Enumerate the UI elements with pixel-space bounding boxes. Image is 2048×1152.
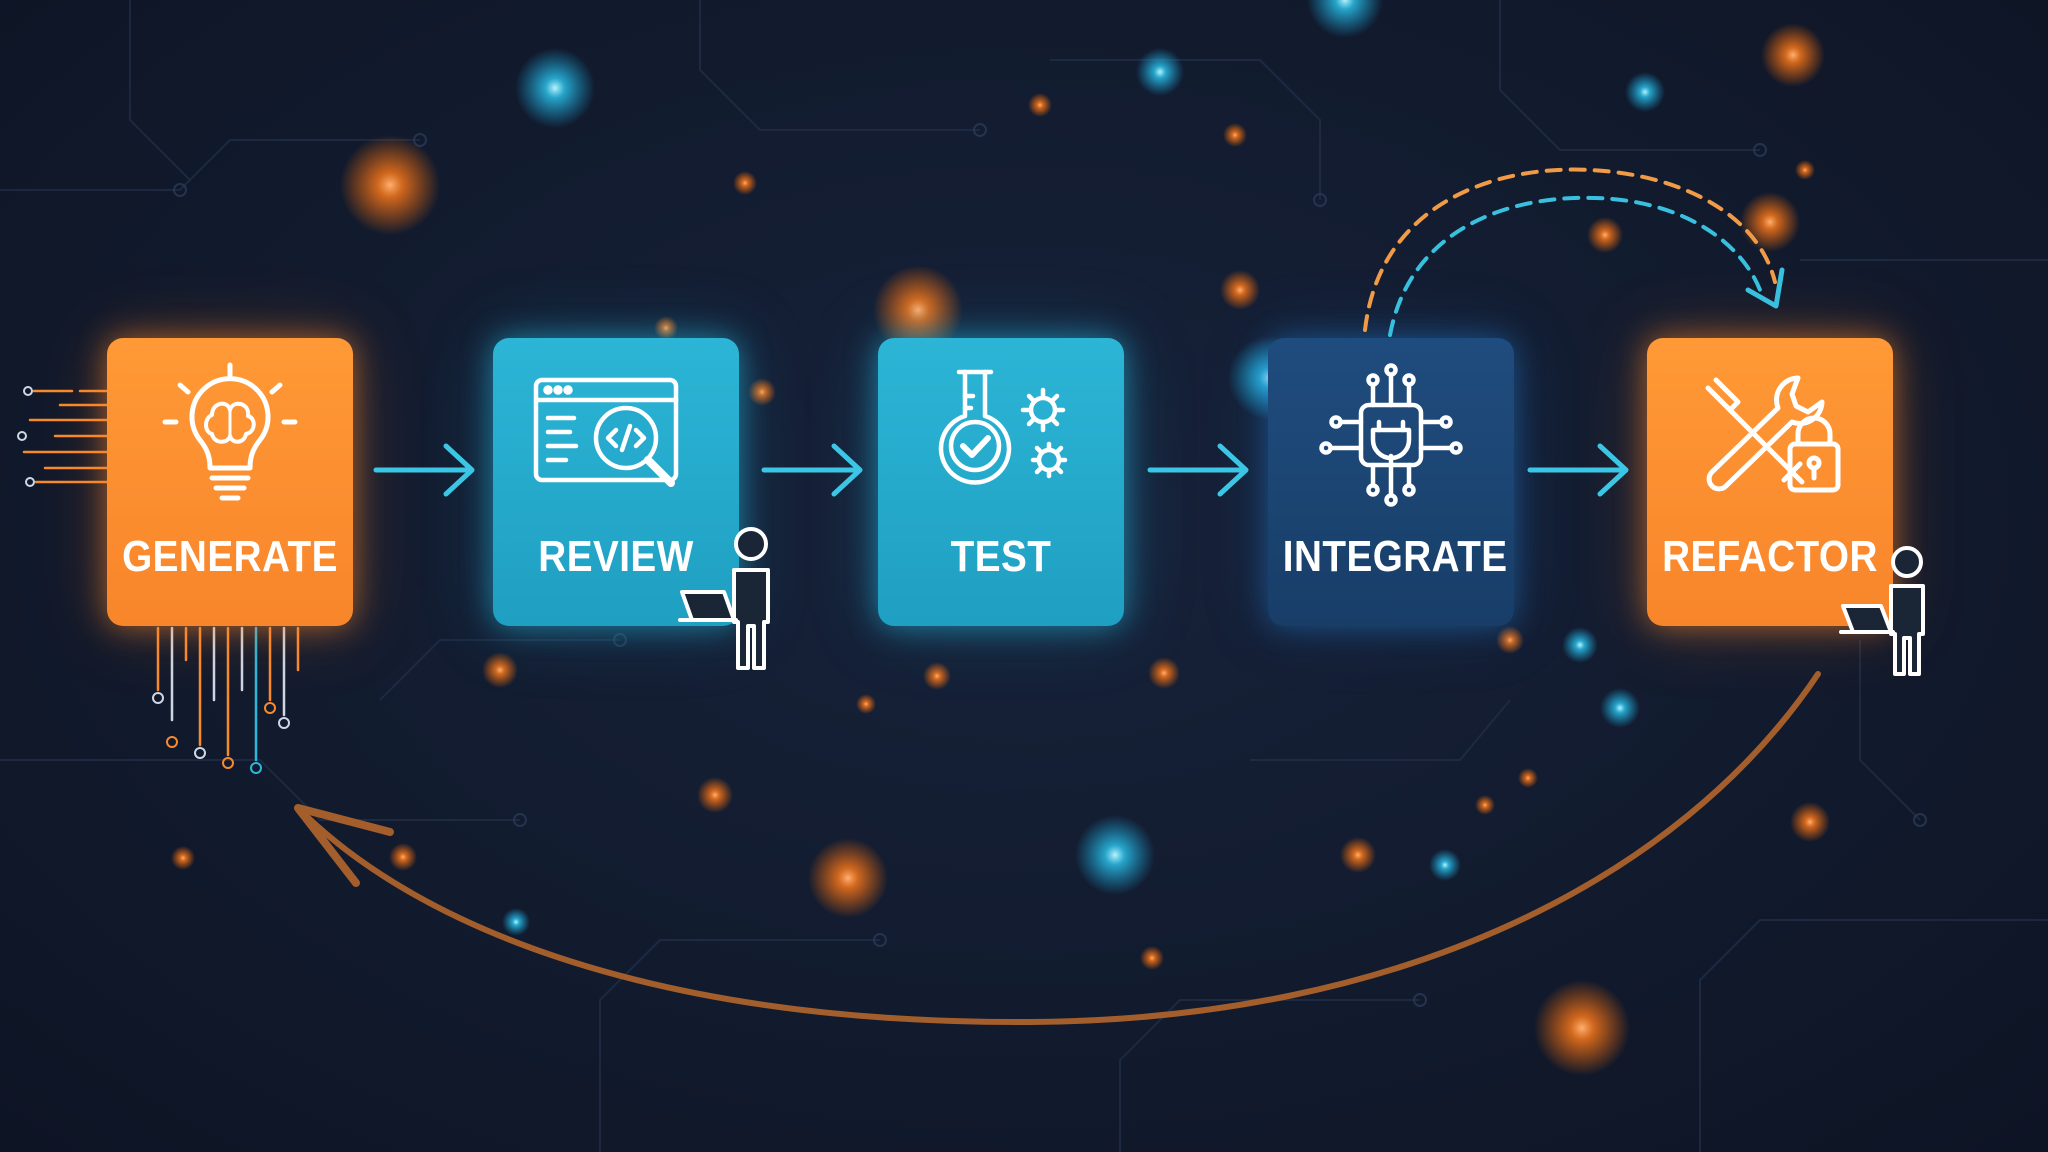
stage-test: TEST bbox=[878, 338, 1124, 626]
person-with-laptop-refactor-icon bbox=[1839, 546, 1925, 676]
lightbulb-brain-icon bbox=[162, 362, 298, 501]
stage-label-review: REVIEW bbox=[538, 532, 694, 581]
arrow-integrate-to-refactor bbox=[1527, 443, 1629, 497]
wrench-lock-icon bbox=[1705, 375, 1841, 493]
chip-plug-icon bbox=[1319, 363, 1463, 507]
stage-label-test: TEST bbox=[950, 532, 1052, 581]
stage-label-generate: GENERATE bbox=[122, 532, 338, 581]
stage-label-integrate: INTEGRATE bbox=[1282, 532, 1508, 581]
stage-generate: GENERATE bbox=[107, 338, 353, 626]
flask-gears-icon bbox=[938, 369, 1068, 485]
arrow-generate-to-review bbox=[373, 443, 475, 497]
code-review-magnifier-icon bbox=[533, 377, 679, 487]
stage-refactor: REFACTOR bbox=[1647, 338, 1893, 626]
arrow-review-to-test bbox=[761, 443, 863, 497]
stage-integrate: INTEGRATE bbox=[1268, 338, 1514, 626]
stage-review: REVIEW bbox=[493, 338, 739, 626]
stage-label-refactor: REFACTOR bbox=[1662, 532, 1878, 581]
person-with-laptop-review-icon bbox=[678, 527, 770, 670]
arrow-test-to-integrate bbox=[1147, 443, 1249, 497]
